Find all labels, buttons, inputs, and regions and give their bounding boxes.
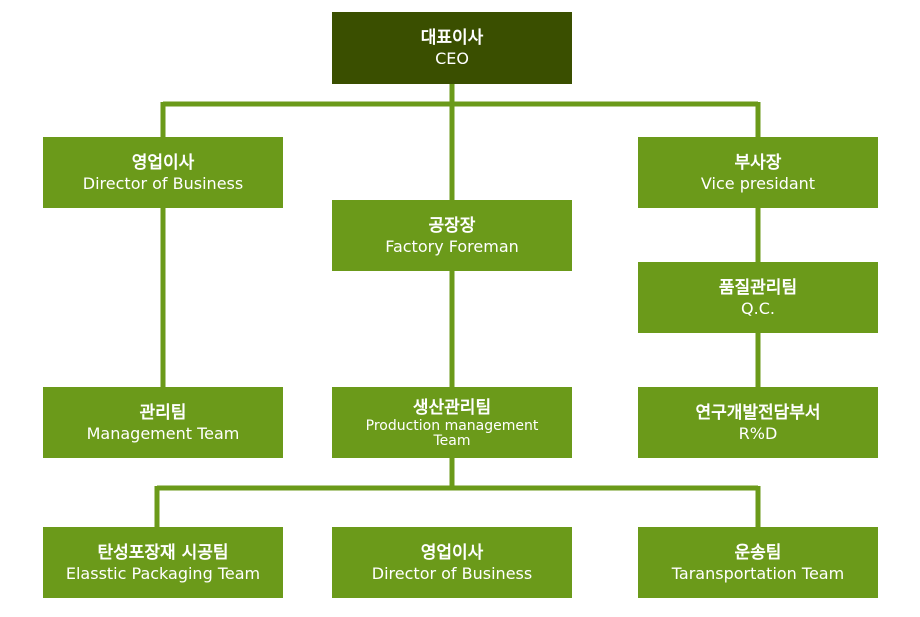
ceo-en-label: CEO — [435, 49, 469, 68]
vice-president-ko-label: 부사장 — [734, 152, 782, 173]
packaging-team-ko-label: 탄성포장재 시공팀 — [97, 542, 229, 563]
director-business-en-label: Director of Business — [82, 173, 244, 193]
director-business-ko-label: 영업이사 — [131, 152, 195, 173]
ceo-ko-label: 대표이사 — [420, 28, 484, 48]
vice-president-en-label: Vice presidant — [700, 173, 816, 193]
qc-en-label: Q.C. — [741, 298, 775, 318]
transportation-team-ko-label: 운송팀 — [734, 542, 782, 563]
ceo-box: 대표이사 CEO — [332, 12, 572, 84]
production-management-box: 생산관리팀 Production management Team — [332, 387, 572, 458]
production-management-ko-label: 생산관리팀 — [412, 397, 492, 418]
factory-foreman-box: 공장장 Factory Foreman — [332, 200, 572, 271]
director-business-box: 영업이사 Director of Business — [43, 137, 283, 208]
management-team-box: 관리팀 Management Team — [43, 387, 283, 458]
rd-ko-label: 연구개발전담부서 — [695, 402, 821, 423]
transportation-team-box: 운송팀 Taransportation Team — [638, 527, 878, 598]
director-business-2-en-label: Director of Business — [371, 563, 533, 583]
rd-box: 연구개발전담부서 R%D — [638, 387, 878, 458]
qc-box: 품질관리팀 Q.C. — [638, 262, 878, 333]
packaging-team-box: 탄성포장재 시공팀 Elasstic Packaging Team — [43, 527, 283, 598]
vice-president-box: 부사장 Vice presidant — [638, 137, 878, 208]
management-team-en-label: Management Team — [86, 423, 240, 443]
director-business-2-box: 영업이사 Director of Business — [332, 527, 572, 598]
factory-foreman-ko-label: 공장장 — [428, 215, 476, 236]
qc-ko-label: 품질관리팀 — [718, 277, 798, 298]
director-business-2-ko-label: 영업이사 — [420, 542, 484, 563]
transportation-team-en-label: Taransportation Team — [671, 563, 845, 583]
rd-en-label: R%D — [738, 423, 778, 443]
production-management-en-label: Production management Team — [365, 417, 539, 449]
management-team-ko-label: 관리팀 — [139, 402, 187, 423]
packaging-team-en-label: Elasstic Packaging Team — [65, 563, 261, 583]
factory-foreman-en-label: Factory Foreman — [385, 236, 519, 256]
